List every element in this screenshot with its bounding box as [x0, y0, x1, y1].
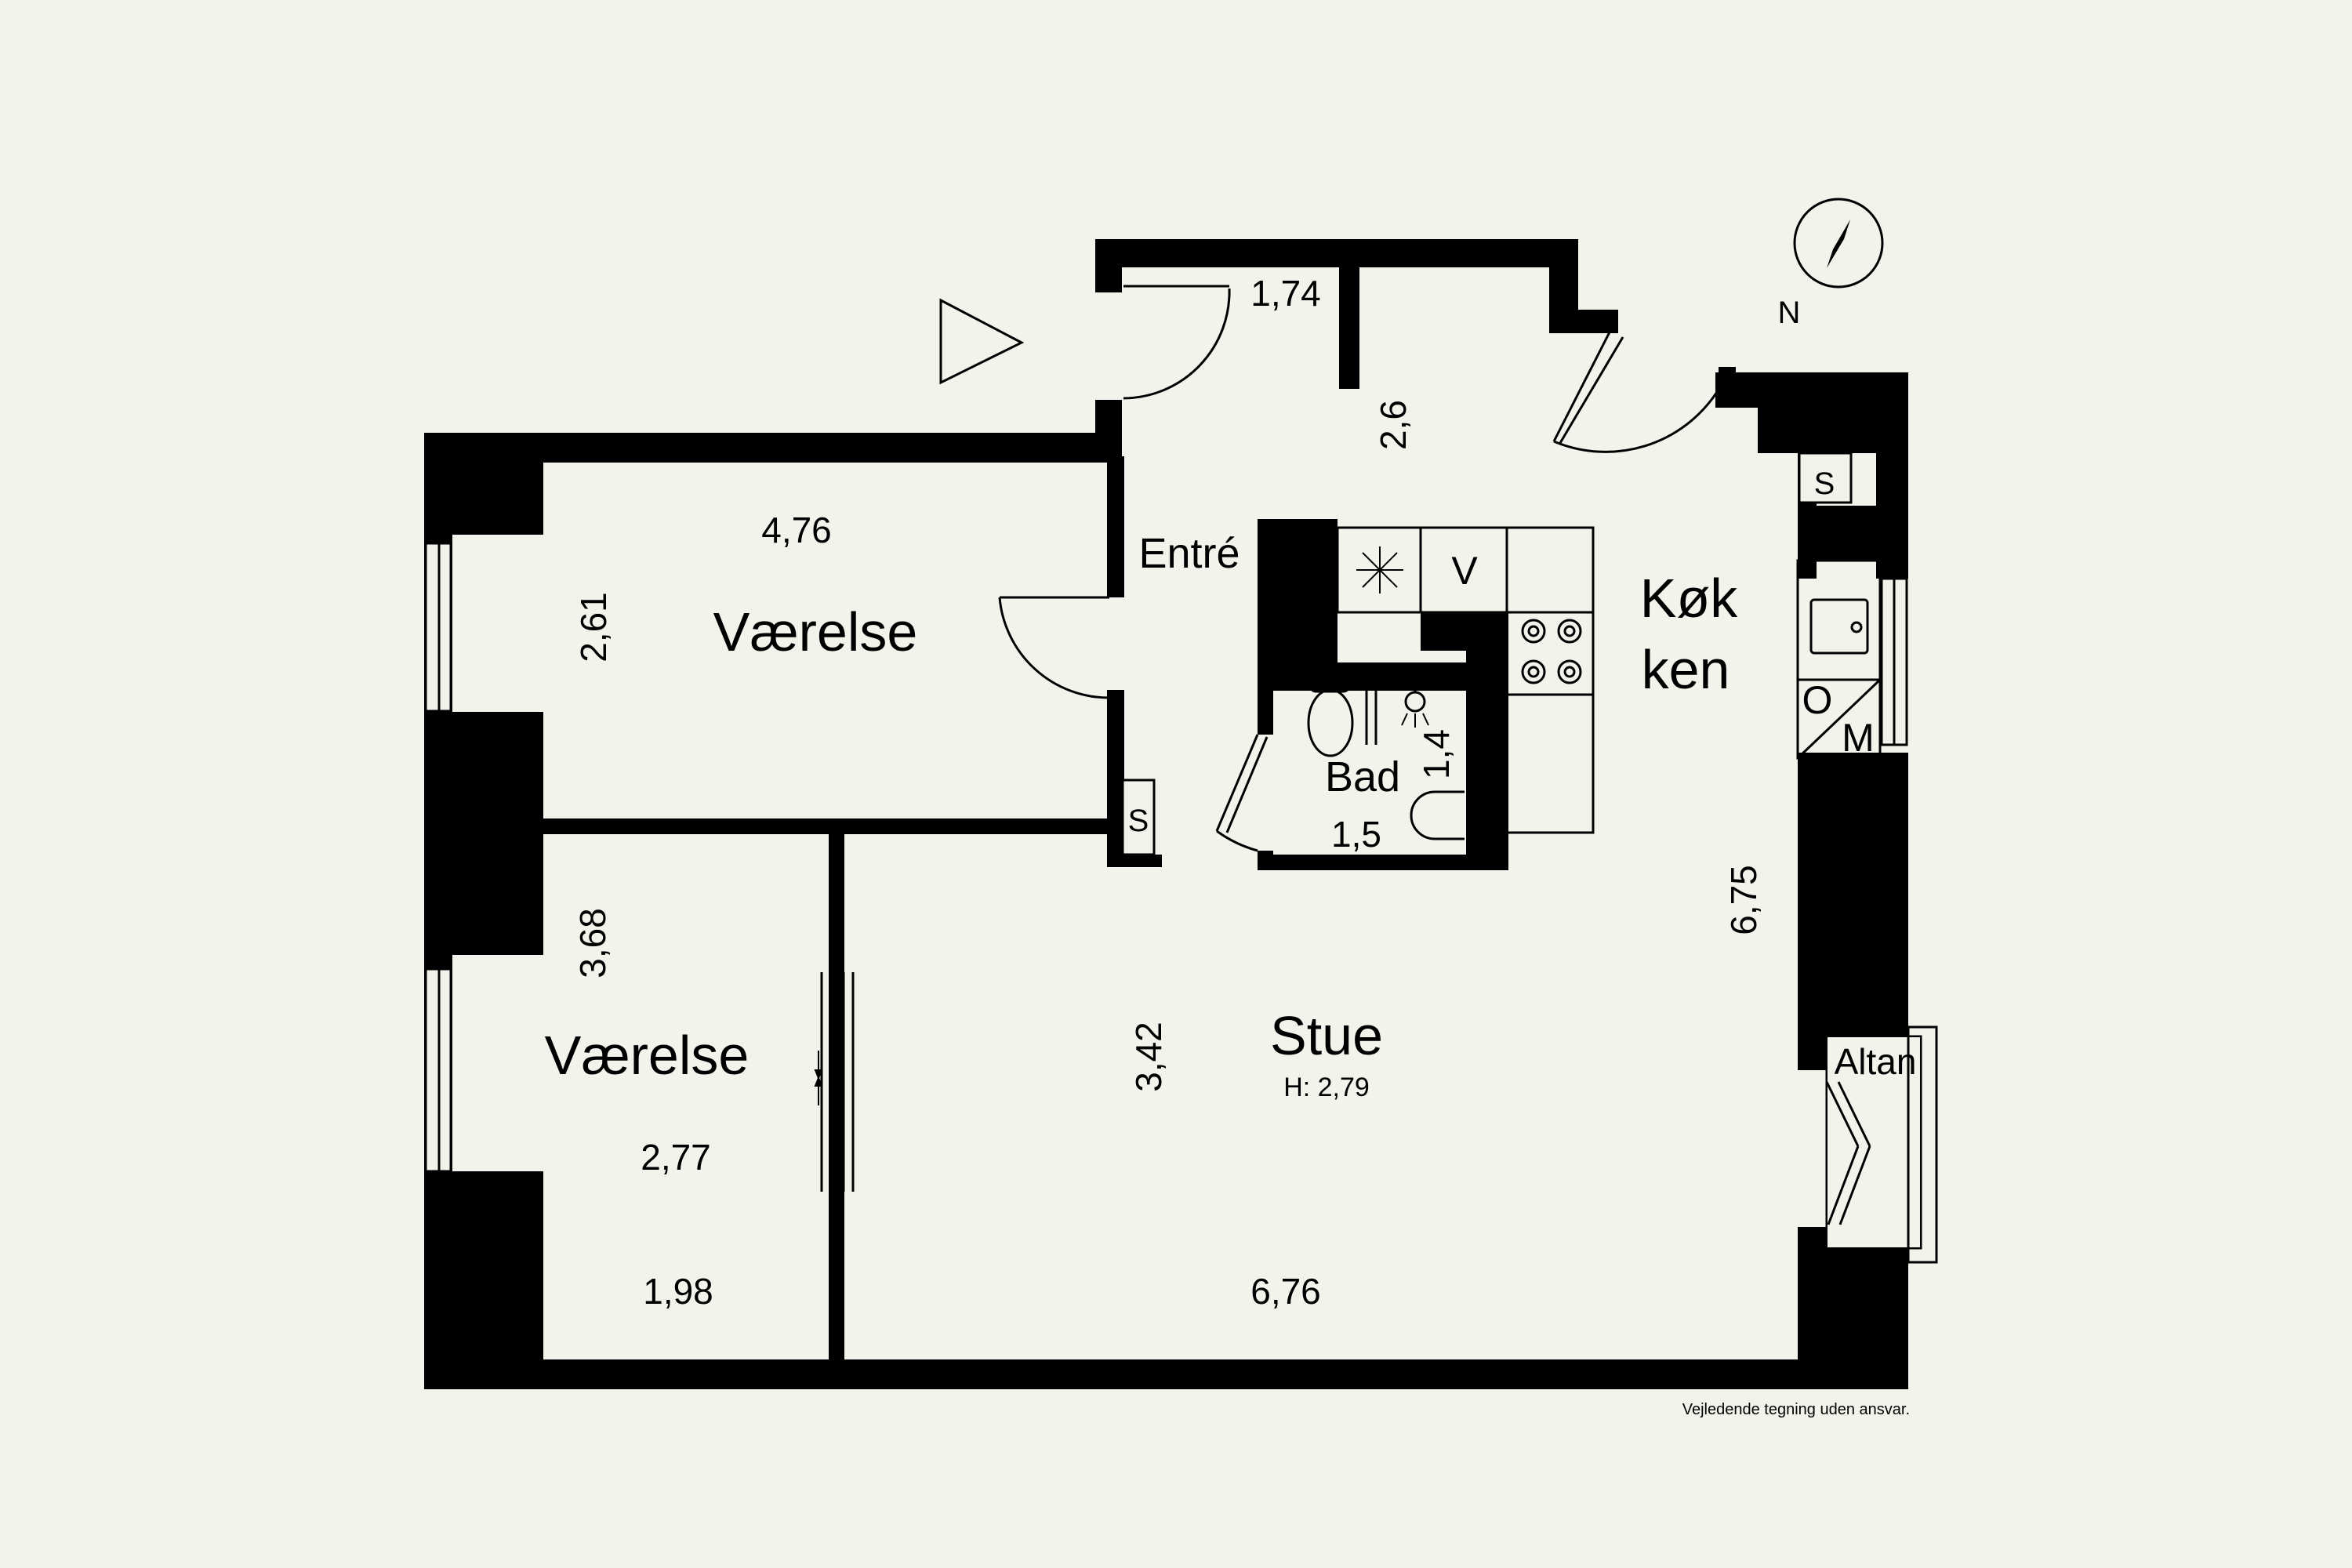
star-icon	[1356, 546, 1403, 593]
room-label-kokken-line1: Køk	[1640, 568, 1738, 629]
dim-vaerelse-bottom-width: 1,98	[643, 1271, 713, 1312]
dim-stue-depth: 3,42	[1128, 1022, 1169, 1092]
room-label-altan: Altan	[1835, 1041, 1917, 1082]
dim-entre-depth: 2,6	[1373, 400, 1414, 450]
room-label-vaerelse-bottom: Værelse	[545, 1025, 750, 1086]
dim-bad-width: 1,5	[1331, 814, 1381, 855]
balcony-floor	[1828, 1037, 1920, 1247]
bathroom-fixtures	[1307, 670, 1465, 840]
storage-label-top-right: S	[1814, 466, 1835, 501]
storage-closets	[1121, 452, 1853, 856]
walls	[424, 239, 1908, 1389]
stue-ceiling-height: H: 2,79	[1283, 1073, 1370, 1102]
room-label-entre: Entré	[1138, 530, 1240, 577]
kitchen-sink-icon	[1809, 598, 1869, 655]
entrance-arrow-icon	[939, 298, 1025, 385]
disclaimer-text: Vejledende tegning uden ansvar.	[1682, 1401, 1910, 1418]
stove-burners-icon	[1521, 619, 1582, 684]
microwave-label: M	[1842, 716, 1875, 760]
dim-stue-width: 6,76	[1250, 1271, 1321, 1312]
shower-rays-icon	[1401, 713, 1429, 728]
storage-label-entre: S	[1128, 804, 1149, 838]
room-label-vaerelse-top: Værelse	[713, 601, 918, 662]
dim-kokken-depth: 6,75	[1723, 865, 1764, 935]
room-label-bad: Bad	[1325, 753, 1400, 800]
dim-vaerelse-top-depth: 2,61	[573, 592, 614, 662]
dim-bad-depth: 1,4	[1416, 729, 1457, 779]
room-label-stue: Stue	[1270, 1005, 1383, 1066]
room-label-kokken-line2: ken	[1642, 639, 1730, 700]
balcony-rail	[1907, 1025, 1938, 1264]
compass-icon	[1793, 198, 1884, 289]
sliding-door-arrows	[814, 1051, 823, 1105]
ventilation-label: V	[1451, 549, 1478, 593]
balcony-door	[1825, 1081, 1871, 1225]
compass-north-label: N	[1778, 296, 1801, 330]
dim-vaerelse-bottom-depth: 3,68	[572, 908, 613, 978]
dim-vaerelse-bottom-inner: 2,77	[641, 1137, 711, 1178]
dim-entry-width: 1,74	[1250, 273, 1321, 314]
kitchen-units	[1336, 526, 1882, 834]
dim-vaerelse-top-width: 4,76	[761, 510, 832, 550]
windows	[424, 542, 1908, 1173]
oven-label: O	[1802, 678, 1833, 722]
